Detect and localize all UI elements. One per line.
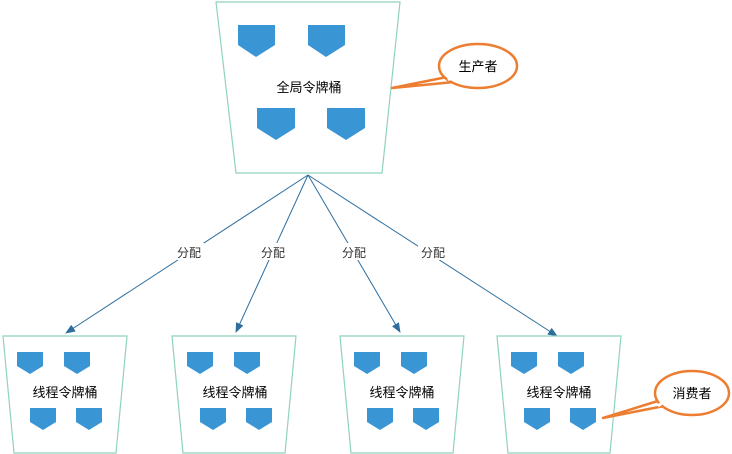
thread-3-token-3-icon — [367, 408, 393, 430]
thread-bucket-1: 线程令牌桶 — [2, 335, 128, 454]
consumer-callout: 消费者 — [601, 369, 731, 420]
thread-2-token-3-icon — [200, 408, 226, 430]
edge-label-3: 分配 — [342, 246, 366, 260]
thread-2-token-1-icon — [187, 352, 213, 374]
thread-4-token-1-icon — [511, 352, 537, 374]
thread-bucket-2: 线程令牌桶 — [171, 335, 297, 454]
edge-label-1: 分配 — [177, 246, 201, 260]
distribution-arrows: 分配 分配 分配 分配 — [65, 174, 558, 337]
thread-2-token-2-icon — [234, 352, 260, 374]
thread-3-token-1-icon — [354, 352, 380, 374]
global-token-4-icon — [327, 108, 365, 140]
global-token-3-icon — [257, 108, 295, 140]
thread-1-token-2-icon — [64, 352, 90, 374]
thread-bucket-2-label: 线程令牌桶 — [202, 385, 267, 401]
edge-label-4: 分配 — [421, 246, 445, 260]
global-bucket: 全局令牌桶 — [215, 1, 401, 174]
thread-3-token-2-icon — [401, 352, 427, 374]
thread-bucket-3: 线程令牌桶 — [339, 335, 465, 454]
thread-1-token-3-icon — [30, 408, 56, 430]
thread-bucket-4-label: 线程令牌桶 — [526, 385, 591, 401]
thread-bucket-3-label: 线程令牌桶 — [369, 385, 434, 401]
edge-label-2: 分配 — [261, 246, 285, 260]
thread-bucket-4: 线程令牌桶 — [496, 335, 622, 454]
global-bucket-label: 全局令牌桶 — [276, 80, 341, 96]
thread-3-token-4-icon — [413, 408, 439, 430]
thread-1-token-4-icon — [76, 408, 102, 430]
global-token-1-icon — [238, 25, 275, 57]
producer-callout: 生产者 — [390, 42, 519, 90]
thread-4-token-2-icon — [558, 352, 584, 374]
thread-2-token-4-icon — [246, 408, 272, 430]
global-token-2-icon — [308, 25, 345, 57]
thread-4-token-3-icon — [524, 408, 550, 430]
consumer-label: 消费者 — [672, 387, 711, 402]
thread-4-token-4-icon — [570, 408, 596, 430]
thread-1-token-1-icon — [17, 352, 43, 374]
producer-label: 生产者 — [458, 60, 497, 75]
thread-bucket-1-label: 线程令牌桶 — [32, 385, 97, 401]
